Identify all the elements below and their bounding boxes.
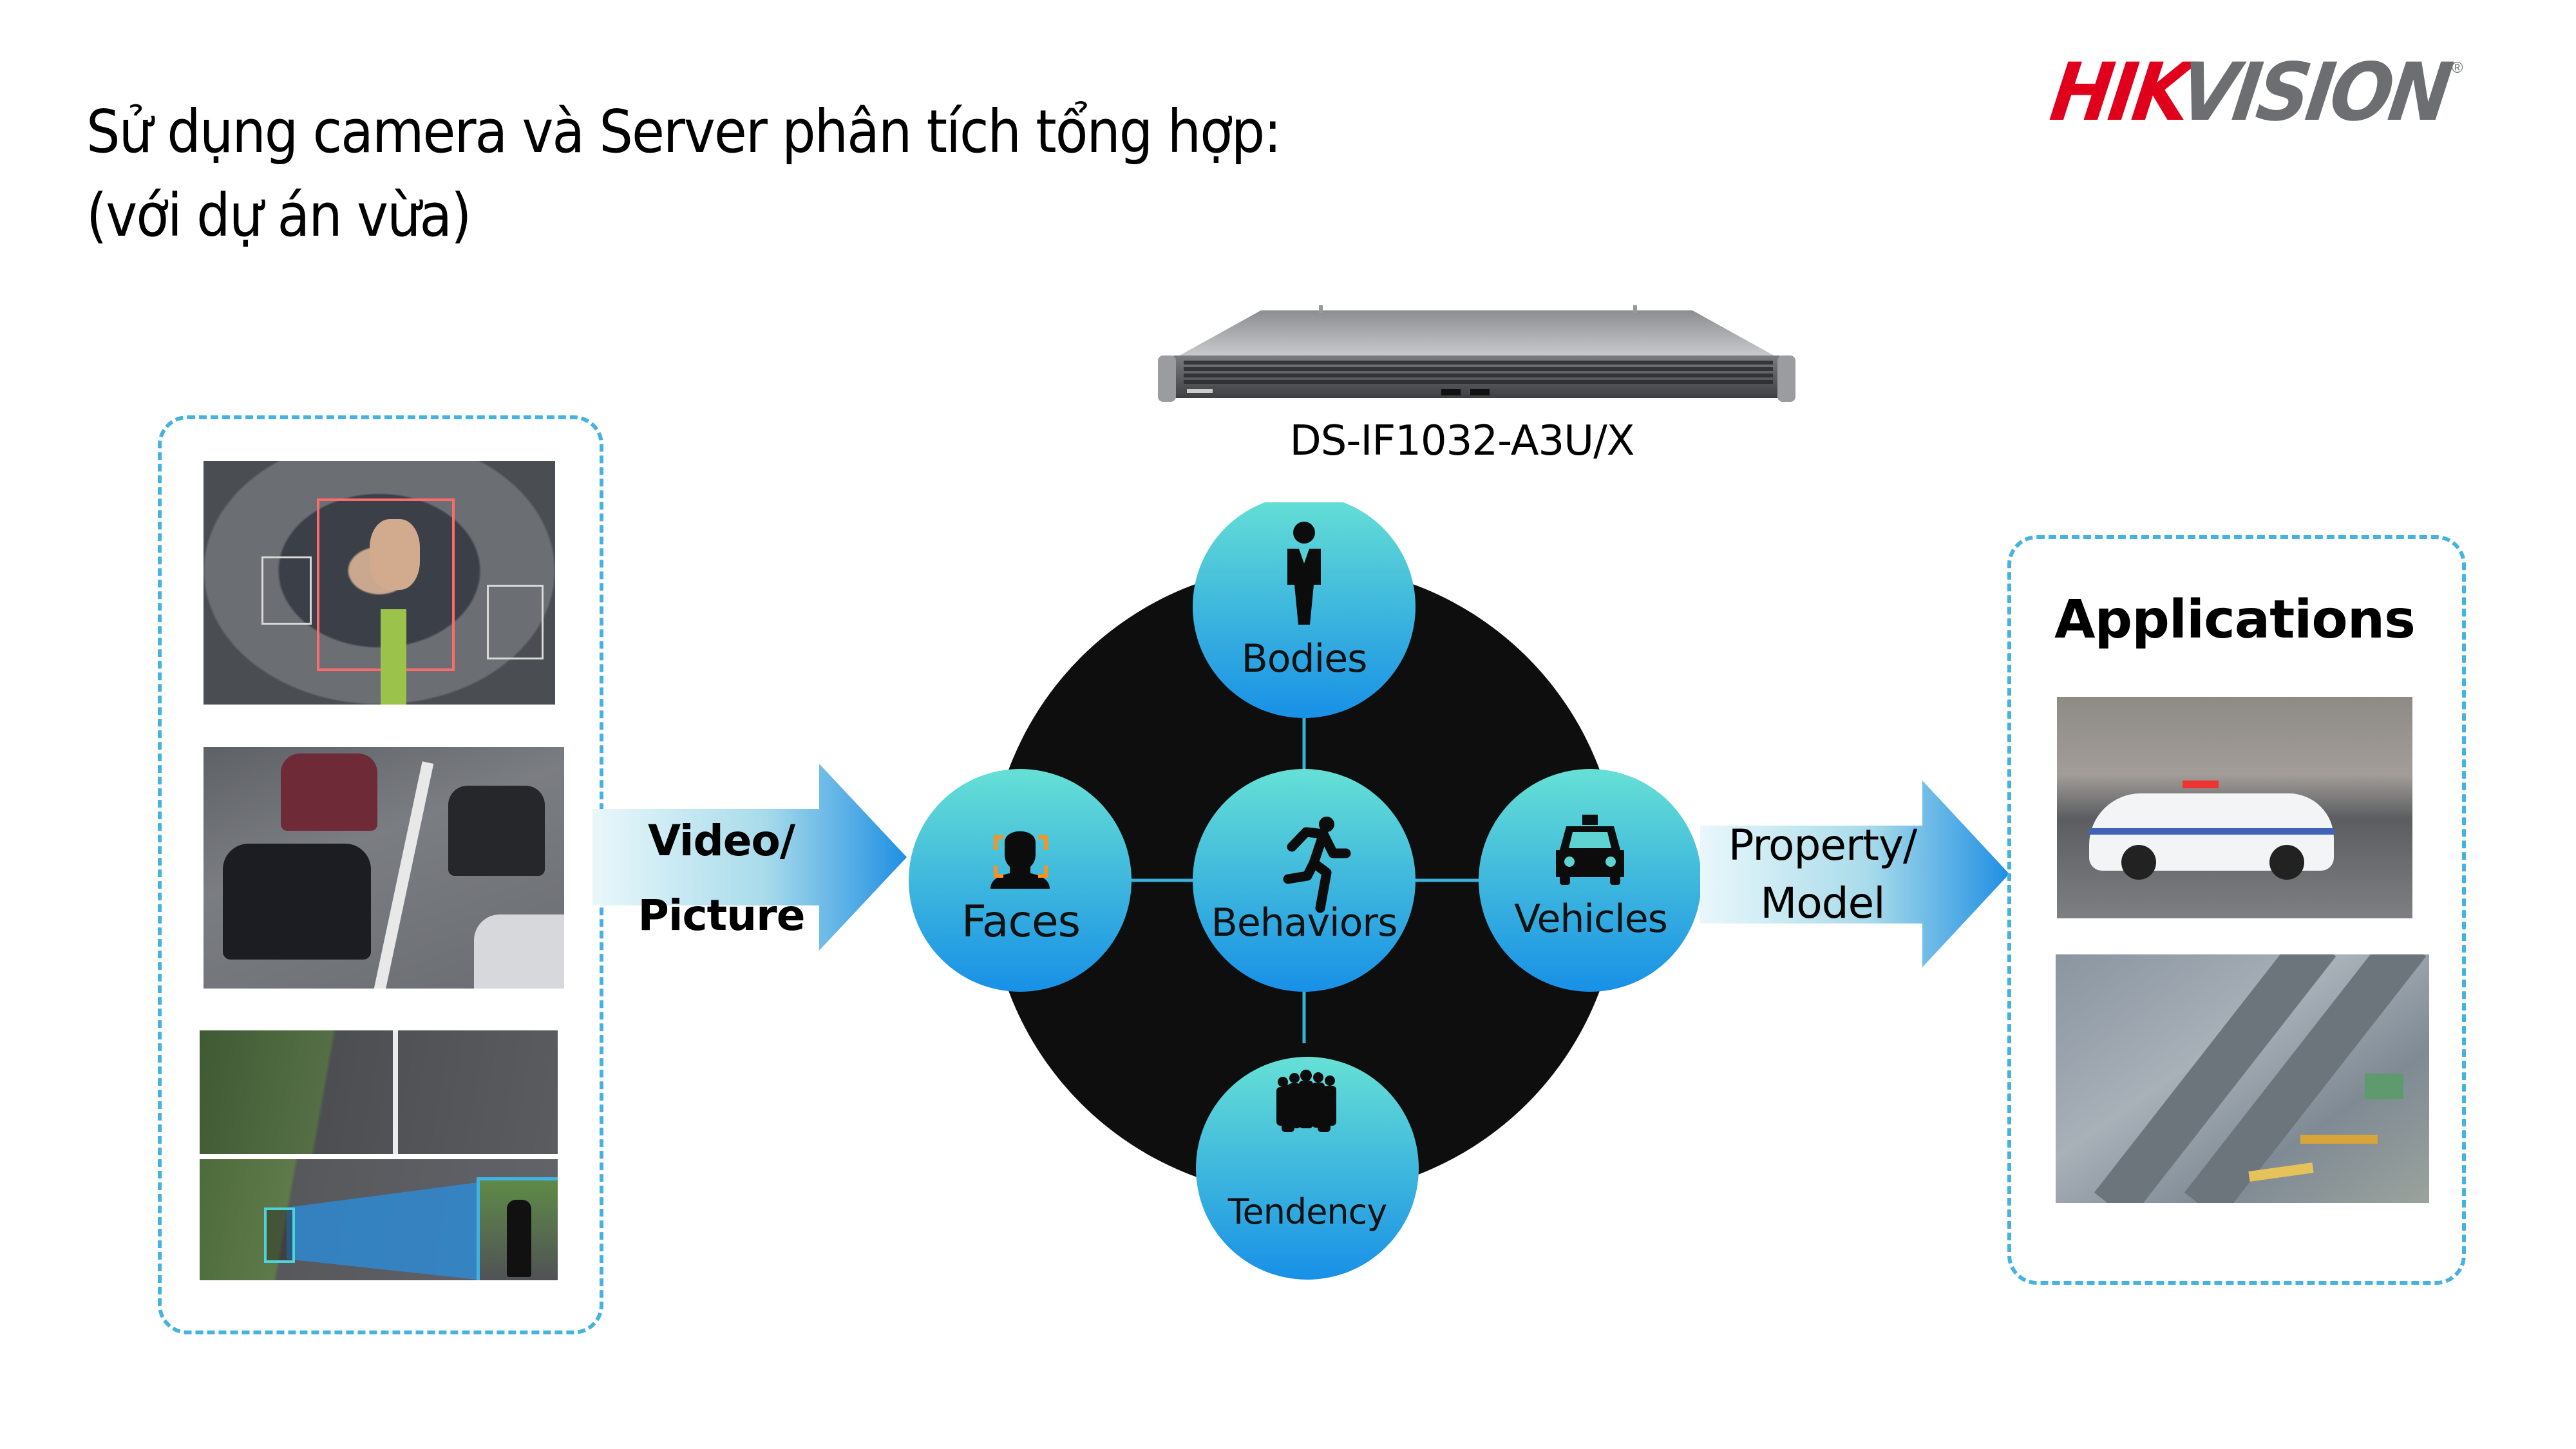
output-arrow [1700,781,2009,967]
car-black [223,844,371,960]
road-scene-photo [200,1030,558,1154]
crowd-icon [1276,1070,1336,1132]
applications-panel [2007,535,2466,1285]
input-arrow-label: Video/ Picture [638,816,806,940]
registered-mark: ® [2451,59,2463,77]
applications-title: Applications [2054,589,2416,650]
person-suit-icon [1287,522,1321,625]
node-bodies-label: Bodies [1241,636,1368,681]
input-arrow [592,764,907,951]
node-vehicles[interactable] [1479,769,1701,992]
node-tendency-label: Tendency [1227,1191,1388,1232]
vehicle-traffic-photo [204,747,564,989]
face-box-left [261,556,312,625]
car-white [474,914,564,989]
police-car-photo [2057,697,2412,918]
face-detection-photo [204,461,555,705]
running-person-icon [1283,817,1351,913]
face-box-right [487,585,544,659]
car-red [281,753,377,831]
face-scan-icon [990,831,1050,889]
pedestrian-tracking-photo [200,1159,558,1280]
car-dark [448,786,545,876]
taxi-icon [1556,815,1624,885]
server-model-label: DS-IF1032-A3U/X [1289,417,1635,465]
tracking-box-small [264,1208,295,1263]
logo-vision: VISION [2174,46,2454,139]
node-faces-label: Faces [961,896,1081,947]
police-car [2089,793,2334,880]
title-line-2: (với dự án vừa) [86,181,471,250]
city-traffic-aerial-photo [2056,954,2429,1203]
server-rack-image [1158,305,1795,402]
node-vehicles-label: Vehicles [1514,896,1668,942]
analytics-hub-diagram [909,502,1701,1280]
node-tendency[interactable] [1196,1057,1419,1280]
title-line-1: Sử dụng camera và Server phân tích tổng … [86,97,1282,166]
node-behaviors-label: Behaviors [1211,900,1398,945]
logo-hik: HIK [2045,46,2193,139]
tracking-box-large [477,1177,558,1280]
hikvision-logo: HIK VISION ® [2045,46,2541,139]
slide-title: Sử dụng camera và Server phân tích tổng … [86,90,1282,258]
output-arrow-label: Property/ Model [1728,820,1918,928]
